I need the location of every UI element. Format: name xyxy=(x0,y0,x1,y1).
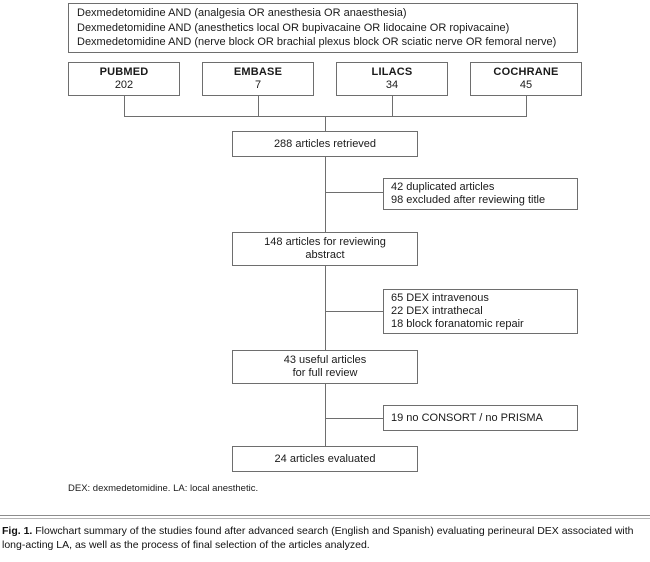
exclusion-line-65-dex-iv: 65 DEX intravenous xyxy=(391,292,489,304)
stage-label-148-line1: 148 articles for reviewing xyxy=(264,236,386,248)
database-count-pubmed: 202 xyxy=(114,79,134,91)
figure-caption: Fig. 1. Flowchart summary of the studies… xyxy=(2,524,648,552)
database-box-pubmed: PUBMED 202 xyxy=(68,62,180,96)
caption-divider-top xyxy=(0,515,650,516)
figure-footnote: DEX: dexmedetomidine. LA: local anesthet… xyxy=(68,483,259,494)
connector-bus-to-retrieved xyxy=(325,116,326,131)
search-query-box: Dexmedetomidine AND (analgesia OR anesth… xyxy=(68,3,578,53)
exclusion-line-19-no-consort: 19 no CONSORT / no PRISMA xyxy=(391,411,543,424)
database-name-cochrane: COCHRANE xyxy=(493,66,559,78)
stage-label-148-line2: abstract xyxy=(305,249,345,261)
query-line-2: Dexmedetomidine AND (anesthetics local O… xyxy=(77,21,510,34)
connector-spine-2 xyxy=(325,266,326,350)
exclusion-line-18-block-foranatomic: 18 block foranatomic repair xyxy=(391,318,524,330)
database-box-lilacs: LILACS 34 xyxy=(336,62,448,96)
connector-pubmed-drop xyxy=(124,96,125,116)
database-name-pubmed: PUBMED xyxy=(99,66,149,78)
database-box-cochrane: COCHRANE 45 xyxy=(470,62,582,96)
figure-caption-label: Fig. 1. xyxy=(2,525,33,537)
stage-label-articles-evaluated: 24 articles evaluated xyxy=(274,452,376,465)
exclusion-box-dex-routes: 65 DEX intravenous 22 DEX intrathecal 18… xyxy=(383,289,578,334)
exclusion-box-duplicates-title: 42 duplicated articles 98 excluded after… xyxy=(383,178,578,210)
exclusion-line-42-duplicated: 42 duplicated articles xyxy=(391,181,495,193)
database-count-cochrane: 45 xyxy=(519,79,533,91)
connector-embase-drop xyxy=(258,96,259,116)
query-line-3: Dexmedetomidine AND (nerve block OR brac… xyxy=(77,36,557,49)
database-box-embase: EMBASE 7 xyxy=(202,62,314,96)
connector-spine-3 xyxy=(325,384,326,446)
stage-box-articles-retrieved: 288 articles retrieved xyxy=(232,131,418,157)
stage-label-articles-retrieved: 288 articles retrieved xyxy=(273,137,377,150)
database-name-lilacs: LILACS xyxy=(371,66,413,78)
database-count-embase: 7 xyxy=(254,79,262,91)
exclusion-box-no-consort-prisma: 19 no CONSORT / no PRISMA xyxy=(383,405,578,431)
stage-box-articles-evaluated: 24 articles evaluated xyxy=(232,446,418,472)
exclusion-line-22-dex-intrathecal: 22 DEX intrathecal xyxy=(391,305,483,317)
stage-label-43-line1: 43 useful articles xyxy=(283,354,367,366)
connector-cochrane-drop xyxy=(526,96,527,116)
query-line-1: Dexmedetomidine AND (analgesia OR anesth… xyxy=(77,7,407,20)
connector-spine-1 xyxy=(325,157,326,232)
connector-branch-exclusion-1 xyxy=(325,192,383,193)
connector-branch-exclusion-3 xyxy=(325,418,383,419)
figure-caption-text: Flowchart summary of the studies found a… xyxy=(2,525,634,551)
exclusion-line-98-excluded: 98 excluded after reviewing title xyxy=(391,194,546,206)
connector-branch-exclusion-2 xyxy=(325,311,383,312)
stage-box-articles-reviewing-abstract: 148 articles for reviewing abstract xyxy=(232,232,418,266)
stage-box-useful-articles: 43 useful articles for full review xyxy=(232,350,418,384)
database-name-embase: EMBASE xyxy=(233,66,283,78)
caption-divider-bottom xyxy=(0,518,650,519)
stage-label-43-line2: for full review xyxy=(292,367,358,379)
connector-lilacs-drop xyxy=(392,96,393,116)
database-count-lilacs: 34 xyxy=(385,79,399,91)
